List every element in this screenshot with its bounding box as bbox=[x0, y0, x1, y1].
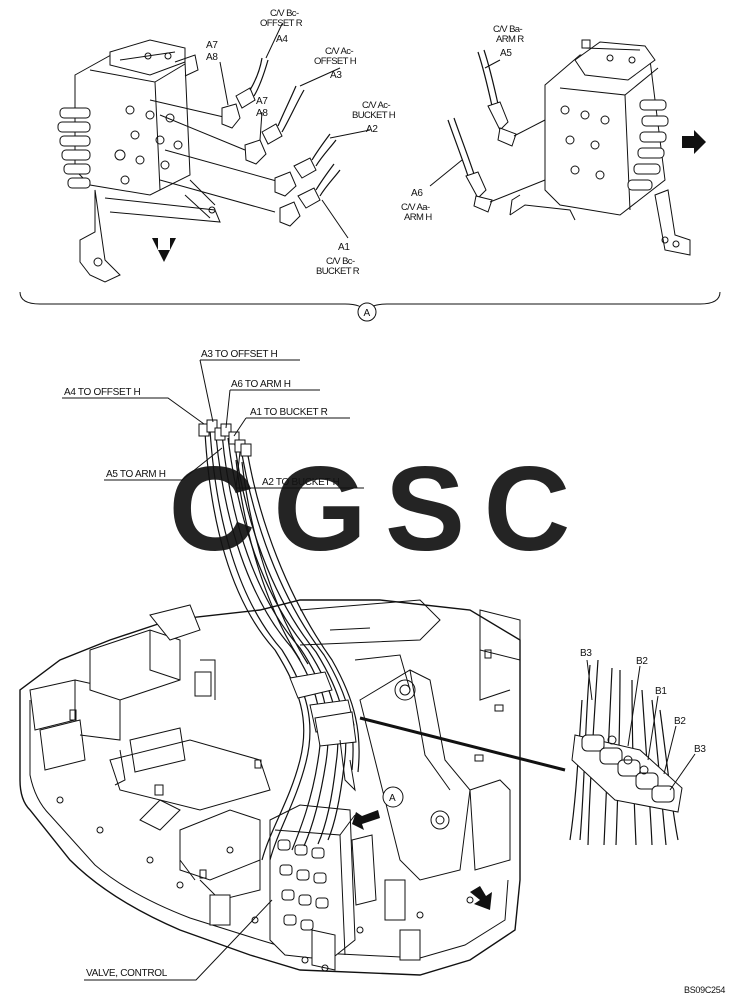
label-cv-b-arm: C/V Ba- bbox=[493, 24, 522, 35]
main-label-leaders bbox=[62, 359, 364, 981]
arrow-down-right-icon bbox=[470, 886, 492, 910]
control-valve: A bbox=[269, 786, 404, 972]
label-a1-to-bucket: A1 TO BUCKET R bbox=[250, 407, 328, 418]
upper-frame bbox=[19, 599, 521, 976]
section-marker-circle bbox=[357, 302, 377, 322]
label-b1: B1 bbox=[655, 686, 667, 697]
label-valve-control: VALVE, CONTROL bbox=[86, 968, 168, 979]
label-cv-b-arm-2: ARM R bbox=[496, 34, 524, 45]
label-cv-a-bucket: C/V Ac- bbox=[362, 100, 390, 111]
label-cv-a-offset-2: OFFSET H bbox=[314, 56, 357, 67]
arrow-down-icon bbox=[152, 238, 176, 262]
detail-a-right-fittings bbox=[447, 49, 546, 213]
label-b2-top: B2 bbox=[636, 656, 648, 667]
hose-bundle bbox=[198, 419, 566, 861]
label-cv-b-bucket-2: BUCKET R bbox=[316, 266, 360, 277]
label-a6-to-arm: A6 TO ARM H bbox=[231, 379, 291, 390]
detail-a-label-leaders bbox=[219, 23, 371, 239]
label-cv-a-bucket-2: BUCKET H bbox=[352, 110, 396, 121]
label-a7-mid: A7 bbox=[256, 96, 268, 107]
label-a7-top: A7 bbox=[206, 40, 218, 51]
detail-a-right-valve bbox=[509, 39, 706, 256]
label-b3-left: B3 bbox=[580, 648, 592, 659]
detail-a-right-leaders bbox=[429, 59, 501, 187]
section-marker-label: A bbox=[364, 308, 371, 319]
label-cv-b-offset-2: OFFSET R bbox=[260, 18, 303, 29]
label-b3-right: B3 bbox=[694, 744, 706, 755]
label-a2: A2 bbox=[366, 124, 378, 135]
arrow-right-icon bbox=[682, 130, 706, 154]
detail-a-left-valve bbox=[57, 39, 221, 283]
detail-a-left-leaders bbox=[149, 99, 281, 213]
label-cv-a-offset: C/V Ac- bbox=[325, 46, 353, 57]
label-cv-b-offset: C/V Bc- bbox=[270, 8, 299, 19]
label-a3: A3 bbox=[330, 70, 342, 81]
label-a5: A5 bbox=[500, 48, 512, 59]
arrow-left-icon bbox=[352, 810, 380, 830]
label-cv-b-bucket: C/V Bc- bbox=[326, 256, 355, 267]
label-cv-a-arm-2: ARM H bbox=[404, 212, 432, 223]
label-a2-to-bucket: A2 TO BUCKET H bbox=[262, 477, 340, 488]
detail-b-labels: B3 B2 B1 B2 B3 bbox=[580, 648, 707, 755]
label-a4-to-offset: A4 TO OFFSET H bbox=[64, 387, 140, 398]
circle-a-label: A bbox=[389, 793, 396, 804]
main-labels: A3 TO OFFSET H A4 TO OFFSET H A6 TO ARM … bbox=[64, 349, 340, 979]
label-a8-mid: A8 bbox=[256, 108, 268, 119]
detail-a-left-fittings bbox=[221, 57, 341, 227]
label-a4: A4 bbox=[276, 34, 288, 45]
circle-a-marker bbox=[382, 786, 404, 808]
label-a5-to-arm: A5 TO ARM H bbox=[106, 469, 166, 480]
figure-code: BS09C254 bbox=[684, 985, 725, 995]
label-b2-right: B2 bbox=[674, 716, 686, 727]
label-a1: A1 bbox=[338, 242, 350, 253]
detail-a-right-labels: C/V Ba- ARM R A5 A6 C/V Aa- ARM H bbox=[401, 24, 525, 223]
detail-b-leaders bbox=[586, 659, 696, 791]
watermark-letter: S bbox=[385, 442, 465, 576]
label-a6: A6 bbox=[411, 188, 423, 199]
label-a8-top: A8 bbox=[206, 52, 218, 63]
watermark-letter: C bbox=[169, 442, 256, 576]
watermark-letter: C bbox=[484, 442, 571, 576]
detail-a-left-labels: C/V Bc- OFFSET R A4 A7 A8 C/V Ac- OFFSET… bbox=[206, 8, 396, 277]
detail-b-inset bbox=[569, 659, 683, 846]
label-cv-a-arm: C/V Aa- bbox=[401, 202, 430, 213]
section-brace: A bbox=[19, 291, 721, 322]
watermark-letter: G bbox=[273, 442, 366, 576]
label-a3-to-offset: A3 TO OFFSET H bbox=[201, 349, 277, 360]
